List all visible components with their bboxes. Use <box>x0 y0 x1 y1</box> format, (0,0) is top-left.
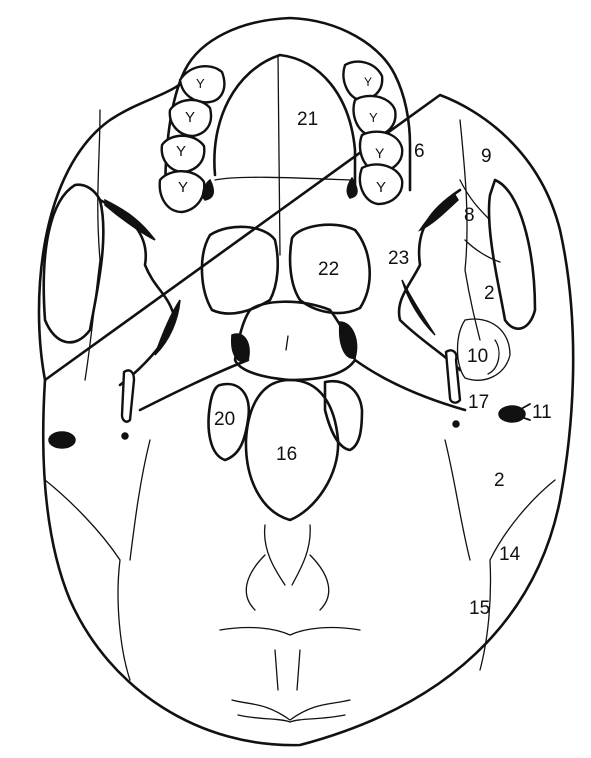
label-22: 22 <box>318 259 339 280</box>
palate-midline <box>278 55 280 255</box>
svg-text:Y: Y <box>178 179 188 196</box>
label-2-lower: 2 <box>494 470 505 491</box>
styloid-left <box>122 370 134 421</box>
condyle-right <box>325 381 362 450</box>
label-21: 21 <box>297 109 318 130</box>
label-10: 10 <box>467 346 488 367</box>
dental-arch-inner <box>214 55 355 185</box>
jugular-left <box>49 432 75 448</box>
external-occipital-protuberance <box>232 700 350 722</box>
label-16: 16 <box>276 444 297 465</box>
occipital-crest <box>246 525 328 610</box>
svg-text:Y: Y <box>376 179 386 196</box>
label-15: 15 <box>469 598 490 619</box>
svg-text:Y: Y <box>185 109 195 126</box>
suture-mid <box>130 440 470 560</box>
sphenoid-right <box>399 190 460 370</box>
svg-text:Y: Y <box>176 143 186 160</box>
sphenoid-left <box>100 200 175 385</box>
label-8: 8 <box>464 205 475 226</box>
svg-text:Y: Y <box>369 110 378 125</box>
label-9: 9 <box>481 146 492 167</box>
label-11: 11 <box>532 402 552 423</box>
label-20: 20 <box>214 409 235 430</box>
zygomatic-arch-right <box>489 180 535 329</box>
label-14: 14 <box>499 544 521 565</box>
svg-text:Y: Y <box>364 75 372 89</box>
label-17: 17 <box>468 392 489 413</box>
label-2-upper: 2 <box>484 283 495 304</box>
suture-right <box>460 120 480 340</box>
svg-text:Y: Y <box>196 76 205 91</box>
svg-text:Y: Y <box>375 145 385 161</box>
palatine-suture <box>215 177 350 180</box>
suture-lambdoid-right <box>480 480 555 670</box>
label-23: 23 <box>388 248 409 269</box>
skull-outline <box>39 80 573 745</box>
label-6: 6 <box>414 141 425 162</box>
suture-lambdoid-left <box>45 480 130 680</box>
suture-left <box>85 110 100 380</box>
